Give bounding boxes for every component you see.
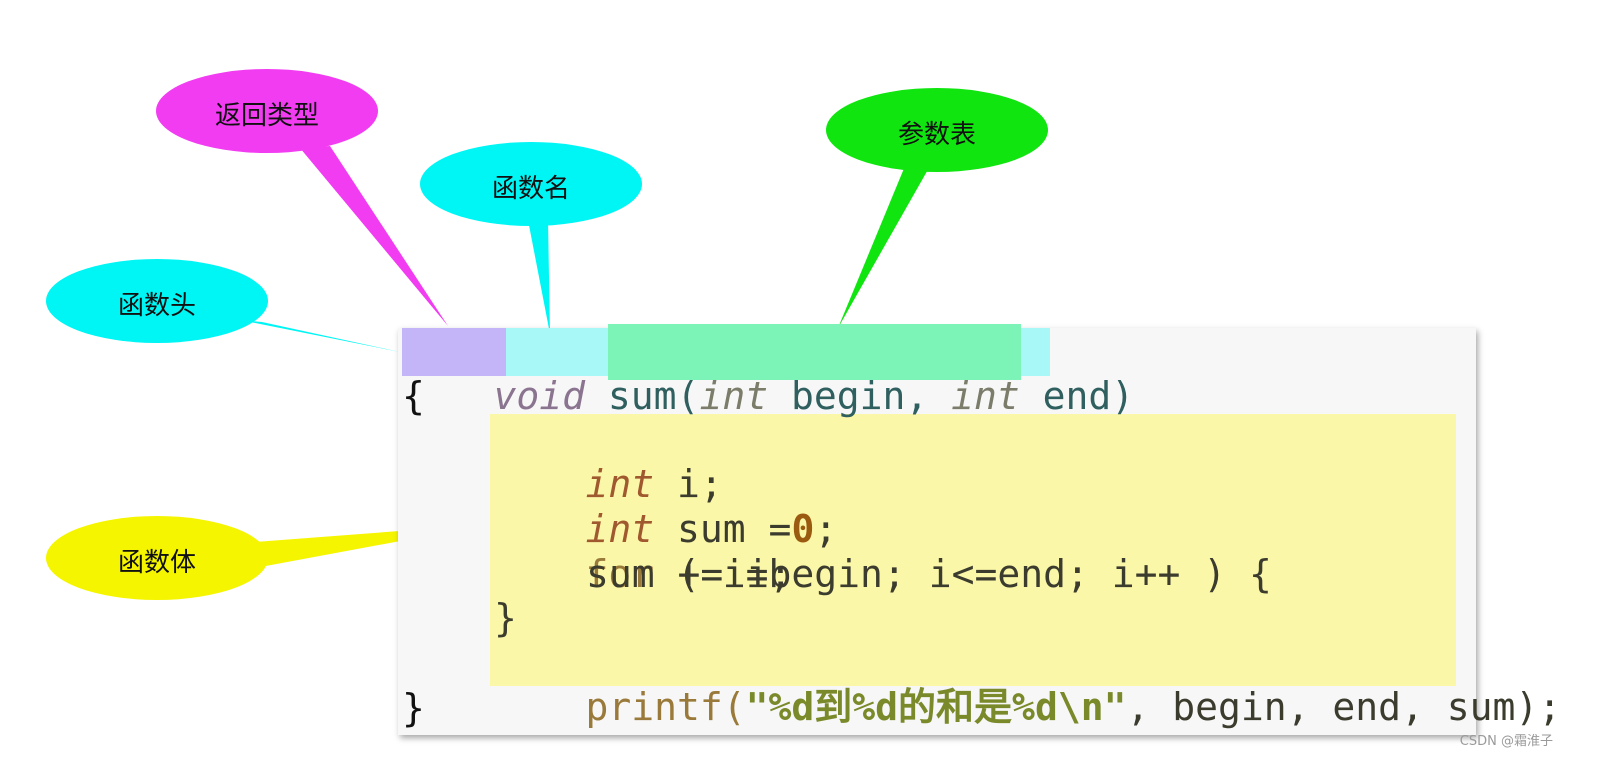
code-line-close-brace: } [402, 686, 425, 730]
code-line-close-for: } [494, 596, 517, 640]
string-literal: "%d到%d的和是%d\n" [745, 685, 1127, 729]
code-line-open-brace: { [402, 374, 425, 418]
return-type-bubble [156, 69, 378, 153]
code-text: i; [654, 462, 723, 506]
return-type-highlight [402, 328, 506, 376]
function-head-bubble [46, 259, 268, 343]
code-panel: void sum(int begin, int end) { int i; in… [398, 324, 1561, 735]
return-type-token: void [493, 374, 586, 418]
function-body-label: 函数体 [117, 548, 196, 578]
code-text: ( i=begin; i<=end; i++ ) { [654, 552, 1272, 596]
function-body-bubble [46, 516, 268, 600]
int-keyword: int [585, 462, 655, 506]
function-name-token: sum( [607, 374, 700, 418]
function-head-label: 函数头 [117, 291, 196, 321]
function-head-pointer [240, 320, 400, 352]
parameter-list-pointer [838, 166, 930, 328]
function-name-pointer [528, 220, 550, 334]
param2-name-token: end [1019, 374, 1112, 418]
code-line-for: for ( i=begin; i<=end; i++ ) { [494, 508, 1272, 640]
for-keyword: for [585, 552, 655, 596]
code-line-printf: printf("%d到%d的和是%d\n", begin, end, sum); [494, 641, 1562, 773]
code-text: ; [814, 507, 838, 551]
param1-type-token: int [699, 374, 769, 418]
code-line-int-sum: int sum =0; [494, 463, 838, 595]
code-line-int-i: int i; [494, 418, 723, 550]
code-text: , begin, end, sum); [1126, 685, 1562, 729]
code-text: sum = [654, 507, 792, 551]
code-line-sum-add: sum += i; [586, 552, 792, 596]
return-type-pointer [300, 146, 448, 326]
body-highlight [490, 414, 1456, 686]
parameter-list-label: 参数表 [897, 120, 976, 150]
printf-token: printf( [585, 685, 746, 729]
params-highlight [608, 324, 1021, 380]
parameter-list-bubble [826, 88, 1048, 172]
function-name-bubble [420, 142, 642, 226]
return-type-label: 返回类型 [214, 101, 319, 131]
param1-name-token: begin, [768, 374, 952, 418]
int-keyword: int [585, 507, 655, 551]
code-line-head: void sum(int begin, int end) [402, 330, 1135, 462]
close-paren-token: ) [1111, 374, 1135, 418]
watermark: CSDN @霜淮子 [1459, 734, 1553, 749]
number-literal: 0 [791, 507, 815, 551]
function-name-label: 函数名 [491, 174, 570, 204]
param2-type-token: int [951, 374, 1020, 418]
